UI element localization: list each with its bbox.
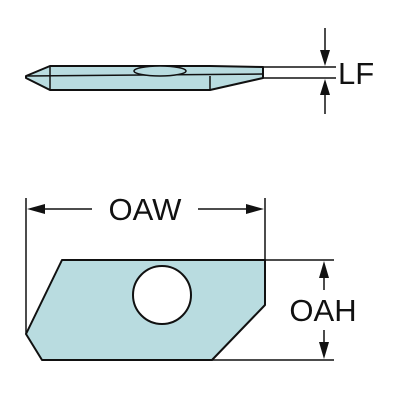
oah-label: OAH — [289, 293, 356, 328]
side-view: LF — [25, 28, 374, 114]
oaw-arrow-right — [246, 204, 264, 214]
oaw-dimension: OAW — [25, 192, 266, 334]
lf-arrow-down — [320, 50, 330, 66]
lf-arrow-up — [320, 79, 330, 95]
lf-label: LF — [338, 56, 374, 91]
lf-dimension: LF — [263, 28, 374, 114]
oaw-arrow-left — [27, 204, 45, 214]
oaw-label: OAW — [109, 192, 183, 227]
insert-side-hole — [133, 65, 187, 77]
insert-hole — [132, 265, 192, 325]
oah-arrow-down — [319, 342, 329, 359]
oah-dimension: OAH — [212, 259, 357, 361]
top-view: OAW OAH — [25, 192, 357, 361]
oah-arrow-up — [319, 261, 329, 278]
